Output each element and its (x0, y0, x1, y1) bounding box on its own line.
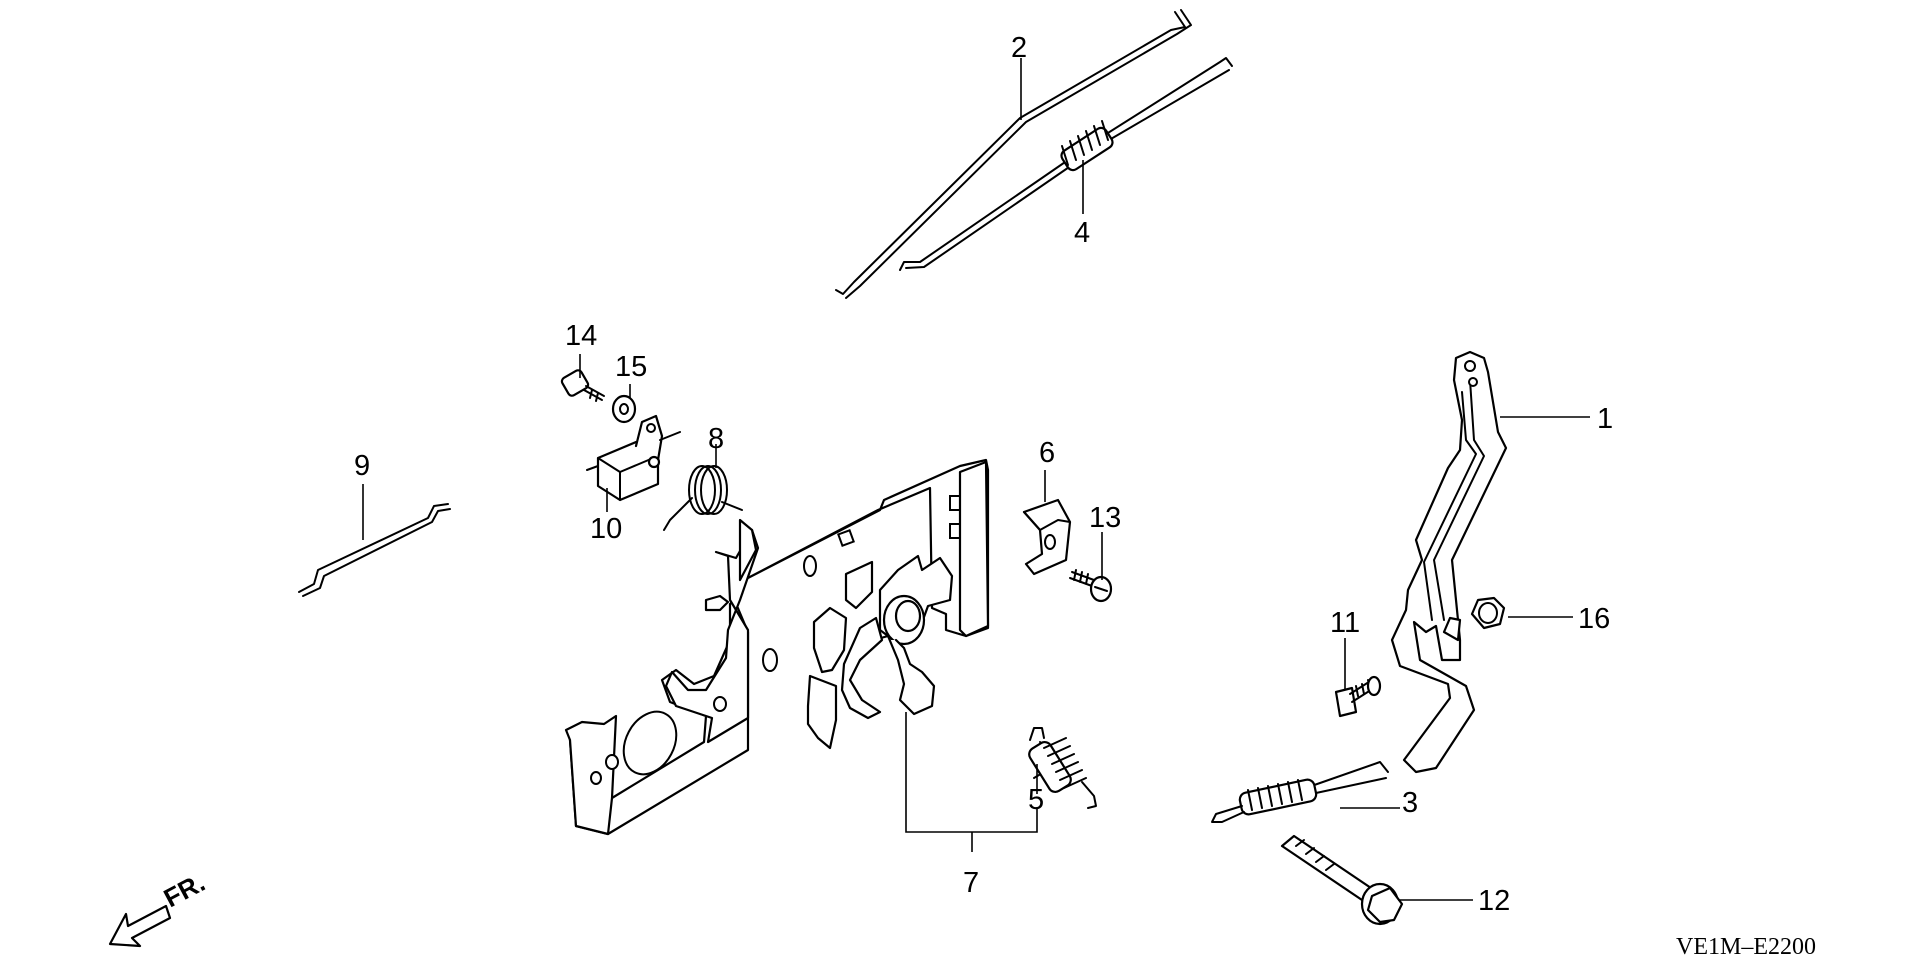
part-14-bolt[interactable] (560, 369, 605, 402)
callout-8: 8 (708, 423, 724, 455)
part-13-screw[interactable] (1069, 569, 1113, 603)
callout-16: 16 (1578, 603, 1610, 635)
callout-9: 9 (354, 450, 370, 482)
callout-7: 7 (963, 867, 979, 899)
leader-lines (362, 58, 1590, 901)
callout-10: 10 (590, 513, 622, 545)
part-5-tension-spring[interactable] (1027, 727, 1097, 809)
part-6-clip[interactable] (1022, 498, 1072, 576)
callout-12: 12 (1478, 885, 1510, 917)
callout-15: 15 (615, 351, 647, 383)
callout-1: 1 (1597, 403, 1613, 435)
part-11-bolt[interactable] (1334, 675, 1382, 718)
part-4-spring-rod[interactable] (899, 57, 1233, 271)
part-10-switch[interactable] (586, 414, 681, 502)
part-7-control-plate[interactable] (564, 458, 990, 836)
part-9-rod[interactable] (298, 503, 451, 597)
callout-14: 14 (565, 320, 597, 352)
part-8-torsion-spring[interactable] (663, 465, 743, 531)
part-15-nut[interactable] (1470, 596, 1506, 630)
callout-2: 2 (1011, 32, 1027, 64)
callout-5: 5 (1028, 784, 1044, 816)
callout-6: 6 (1039, 437, 1055, 469)
part-3-tension-spring[interactable] (1211, 761, 1389, 823)
front-direction-arrow: FR. (108, 867, 210, 948)
callout-3: 3 (1402, 787, 1418, 819)
part-2-governor-rod[interactable] (835, 9, 1192, 299)
part-16-washer[interactable] (611, 394, 637, 424)
part-12-flange-bolt[interactable] (1280, 834, 1404, 926)
callout-11: 11 (1330, 607, 1360, 639)
callout-13: 13 (1089, 502, 1121, 534)
part-1-governor-arm[interactable] (1390, 350, 1508, 774)
part-4-coil-spring (1060, 120, 1114, 172)
callout-4: 4 (1074, 217, 1090, 249)
callouts: 1 2 3 4 5 6 7 8 9 10 11 12 13 14 15 16 (354, 32, 1613, 917)
diagram-reference-code: VE1M–E2200 (1676, 934, 1816, 958)
